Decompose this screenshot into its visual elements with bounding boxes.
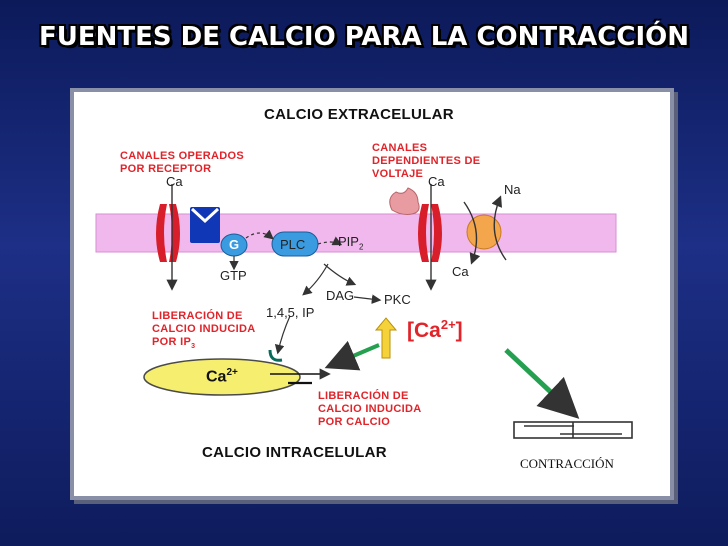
contraction-label: CONTRACCIÓN <box>520 456 614 471</box>
diagram-panel: CALCIO EXTRACELULAR CANALES OPERADOS POR… <box>70 88 674 500</box>
pip2-label: PIP2 <box>338 234 364 252</box>
green-arrow-left <box>324 340 380 371</box>
receptor-channels-label: CANALES OPERADOS POR RECEPTOR <box>120 150 244 175</box>
na-ca-exchanger-icon <box>466 214 502 250</box>
ca-exchanger-label: Ca <box>452 264 469 279</box>
dag-label: DAG <box>326 288 355 303</box>
ca-receptor-label: Ca <box>166 174 183 189</box>
store-ca-label: Ca2+ <box>206 367 238 386</box>
contraction-sarcomere-icon <box>513 421 633 439</box>
na-label: Na <box>504 182 521 197</box>
calcium-release-label: LIBERACIÓN DE CALCIO INDUCIDA POR CALCIO <box>318 390 422 428</box>
voltage-sensor-icon <box>389 187 420 215</box>
ca-voltage-label: Ca <box>428 174 445 189</box>
extracellular-label: CALCIO EXTRACELULAR <box>264 106 454 123</box>
voltage-channel <box>418 204 442 262</box>
pkc-label: PKC <box>384 292 411 307</box>
ip3-release-label: LIBERACIÓN DE CALCIO INDUCIDA POR IP3 <box>152 310 256 351</box>
increase-arrow-icon <box>374 317 398 359</box>
diagram-graphics <box>95 184 633 439</box>
sarcoplasmic-reticulum <box>143 358 301 396</box>
green-arrow-right <box>504 348 580 419</box>
plc-label: PLC <box>280 237 306 252</box>
intracellular-label: CALCIO INTRACELULAR <box>202 444 387 461</box>
gtp-label: GTP <box>220 268 247 283</box>
ip-label: 1,4,5, IP <box>266 305 315 320</box>
cell-membrane <box>95 213 617 253</box>
voltage-channels-label: CANALES DEPENDIENTES DE VOLTAJE <box>372 142 481 180</box>
g-label: G <box>229 237 240 252</box>
calcium-concentration-label: [Ca2+] <box>407 317 463 342</box>
receptor-channel <box>156 204 180 262</box>
slide-title: FUENTES DE CALCIO PARA LA CONTRACCIÓN <box>39 22 689 52</box>
ip3-receptor-icon <box>268 349 283 362</box>
